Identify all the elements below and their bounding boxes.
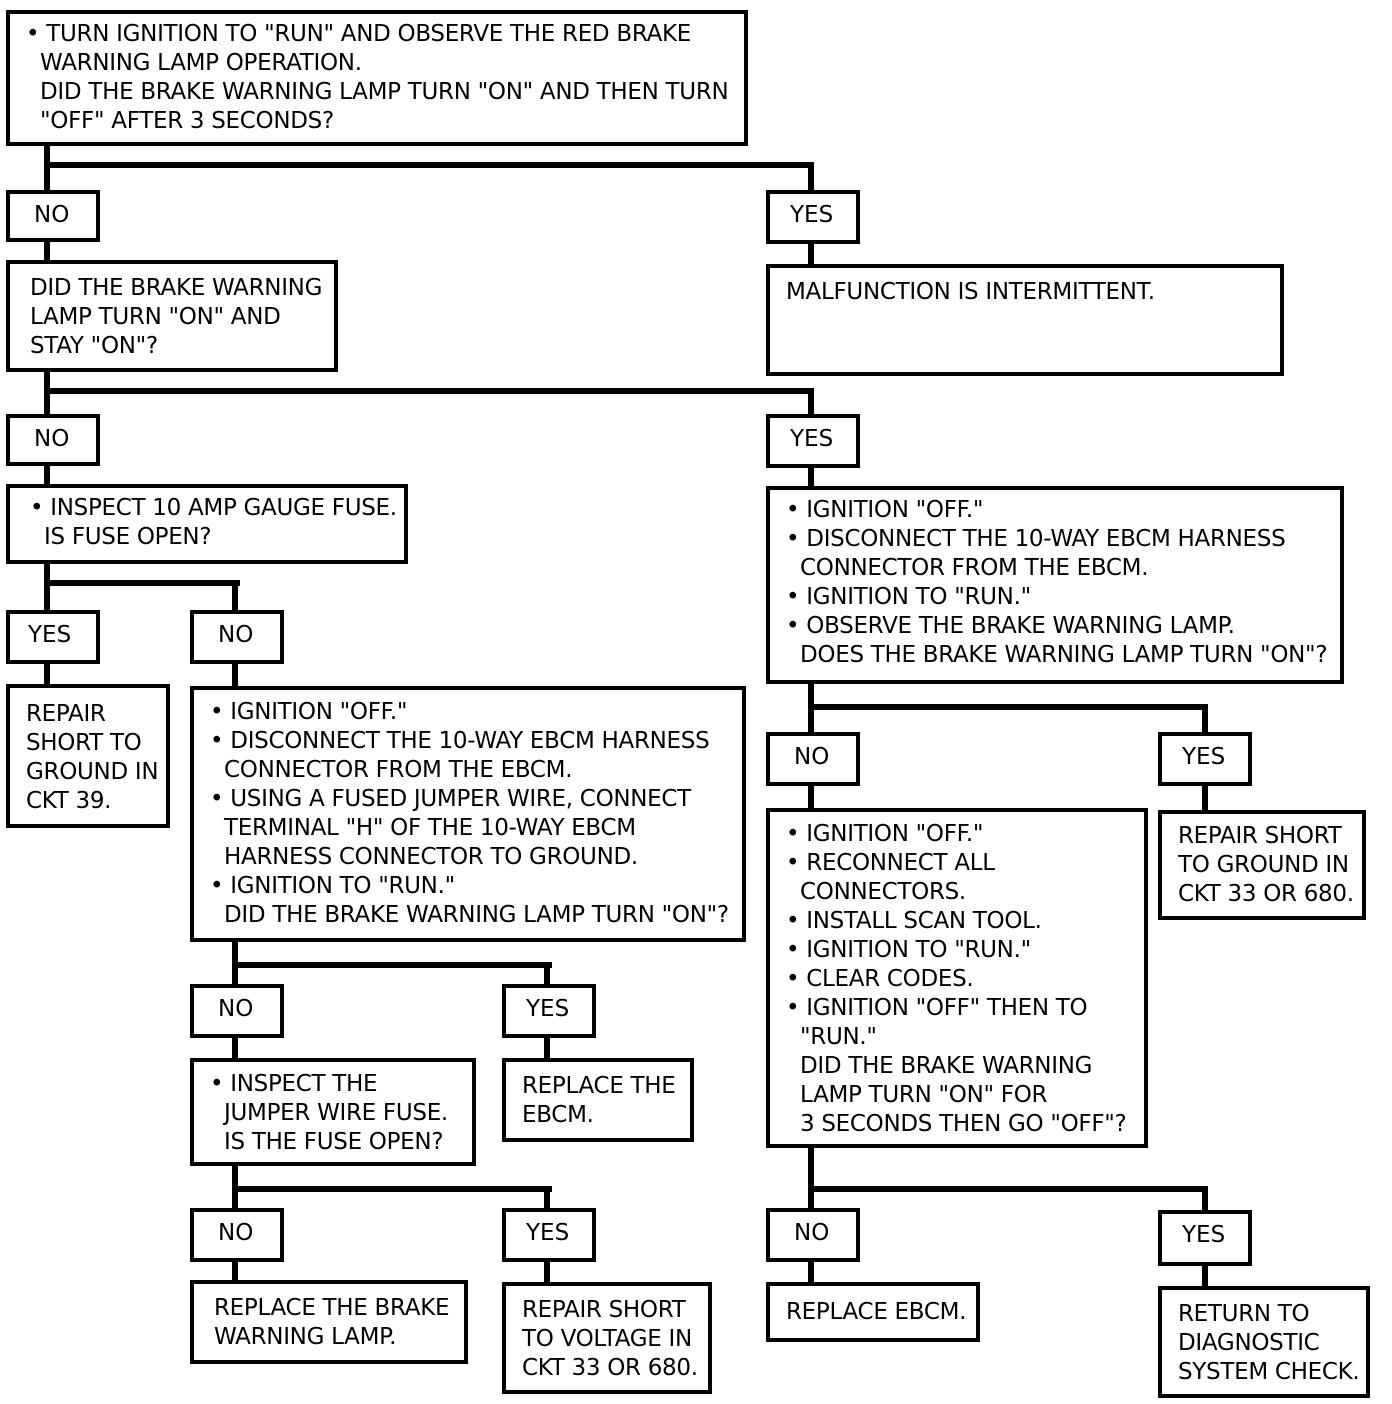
step-disconnect-harness: • IGNITION "OFF." • DISCONNECT THE 10-WA… bbox=[766, 486, 1344, 684]
connector bbox=[808, 465, 814, 489]
branch-no-label: NO bbox=[6, 414, 100, 466]
connector bbox=[232, 1186, 552, 1192]
connector bbox=[44, 144, 50, 192]
connector bbox=[232, 580, 238, 612]
branch-no-label: NO bbox=[766, 1208, 860, 1262]
connector bbox=[544, 962, 550, 986]
connector bbox=[808, 1260, 814, 1284]
connector bbox=[232, 962, 552, 968]
branch-no-label: NO bbox=[6, 190, 100, 242]
step-jumper-wire-test: • IGNITION "OFF." • DISCONNECT THE 10-WA… bbox=[190, 686, 746, 942]
connector bbox=[44, 662, 50, 686]
connector bbox=[232, 1260, 238, 1282]
connector bbox=[1202, 704, 1208, 734]
branch-no-label: NO bbox=[766, 732, 860, 786]
connector bbox=[1202, 1264, 1208, 1288]
branch-yes-label: YES bbox=[766, 414, 860, 468]
connector bbox=[544, 1036, 550, 1060]
branch-yes-label: YES bbox=[766, 190, 860, 244]
connector bbox=[44, 562, 50, 612]
connector bbox=[544, 1260, 550, 1284]
connector bbox=[544, 1186, 550, 1210]
step-run-observe-lamp: • TURN IGNITION TO "RUN" AND OBSERVE THE… bbox=[6, 10, 748, 146]
result-return-diagnostic-check: RETURN TO DIAGNOSTIC SYSTEM CHECK. bbox=[1158, 1286, 1370, 1398]
branch-yes-label: YES bbox=[502, 1208, 596, 1262]
connector bbox=[808, 241, 814, 267]
connector bbox=[44, 370, 50, 416]
connector bbox=[232, 940, 238, 986]
connector bbox=[1202, 784, 1208, 812]
result-replace-brake-lamp: REPLACE THE BRAKE WARNING LAMP. bbox=[190, 1280, 468, 1364]
result-repair-voltage-33-680: REPAIR SHORT TO VOLTAGE IN CKT 33 OR 680… bbox=[502, 1282, 712, 1394]
connector bbox=[808, 162, 814, 192]
result-repair-short-ckt39: REPAIR SHORT TO GROUND IN CKT 39. bbox=[6, 684, 170, 828]
branch-no-label: NO bbox=[190, 984, 284, 1038]
connector bbox=[44, 463, 50, 487]
connector bbox=[808, 782, 814, 810]
connector bbox=[808, 1146, 814, 1210]
step-lamp-stay-on: DID THE BRAKE WARNING LAMP TURN "ON" AND… bbox=[6, 260, 338, 372]
connector bbox=[232, 1164, 238, 1210]
connector bbox=[808, 388, 814, 416]
connector bbox=[232, 662, 238, 688]
step-inspect-gauge-fuse: • INSPECT 10 AMP GAUGE FUSE. IS FUSE OPE… bbox=[6, 484, 408, 564]
branch-yes-label: YES bbox=[6, 610, 100, 664]
connector bbox=[44, 580, 240, 586]
step-inspect-jumper-fuse: • INSPECT THE JUMPER WIRE FUSE. IS THE F… bbox=[190, 1058, 476, 1166]
result-intermittent: MALFUNCTION IS INTERMITTENT. bbox=[766, 264, 1284, 376]
step-reconnect-clear-codes: • IGNITION "OFF." • RECONNECT ALL CONNEC… bbox=[766, 808, 1148, 1148]
connector bbox=[232, 1036, 238, 1060]
connector bbox=[44, 162, 814, 168]
connector bbox=[808, 682, 814, 734]
connector bbox=[1202, 1186, 1208, 1210]
branch-yes-label: YES bbox=[1158, 1210, 1252, 1266]
connector bbox=[44, 239, 50, 261]
result-replace-ebcm-final: REPLACE EBCM. bbox=[766, 1282, 980, 1342]
branch-no-label: NO bbox=[190, 1208, 284, 1262]
result-replace-ebcm: REPLACE THE EBCM. bbox=[502, 1058, 694, 1142]
branch-no-label: NO bbox=[190, 610, 284, 664]
connector bbox=[44, 388, 814, 394]
connector bbox=[808, 704, 1208, 710]
branch-yes-label: YES bbox=[502, 984, 596, 1038]
result-repair-ground-33-680: REPAIR SHORT TO GROUND IN CKT 33 OR 680. bbox=[1158, 810, 1366, 920]
connector bbox=[808, 1186, 1208, 1192]
branch-yes-label: YES bbox=[1158, 732, 1252, 786]
